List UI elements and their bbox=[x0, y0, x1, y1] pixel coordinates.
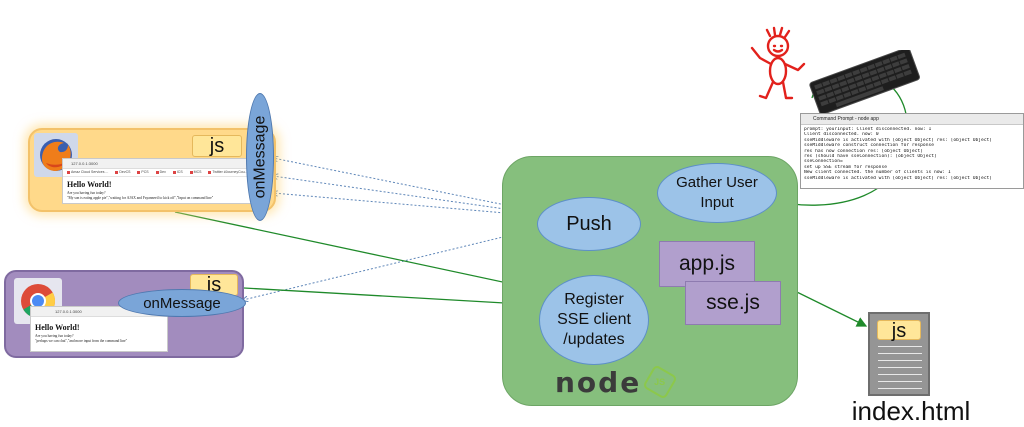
index-html-label: index.html bbox=[851, 396, 971, 426]
firefox-page-line-2: "My son is eating apple pie","waiting fo… bbox=[67, 196, 214, 200]
keyboard-icon bbox=[809, 50, 920, 114]
firefox-js-tag: js bbox=[192, 135, 242, 157]
register-arrow-ff bbox=[174, 211, 542, 294]
nodejs-logo-badge-icon: JS bbox=[642, 364, 678, 400]
node-server-box: Push Gather User Input Register SSE clie… bbox=[502, 156, 798, 406]
cmd-line: sseMiddleware construct connection for r… bbox=[804, 143, 934, 149]
firefox-address-bar[interactable]: 127.0.0.1:3000 bbox=[63, 159, 265, 169]
nodejs-logo-text: node bbox=[555, 365, 642, 399]
bookmark-item[interactable]: Twitter #JourneyCou... bbox=[208, 169, 247, 176]
firefox-page-window: 127.0.0.1:3000 Amaz Cloud Services ... D… bbox=[62, 158, 266, 204]
push-line-ff-1 bbox=[273, 158, 541, 213]
firefox-onmessage-label: onMessage bbox=[251, 115, 268, 199]
command-prompt-window: Command Prompt - node app prompt: yourIn… bbox=[800, 113, 1024, 189]
doc-line bbox=[878, 388, 922, 389]
chrome-browser-card: 127.0.0.1:3000 Hello World! Are you havi… bbox=[4, 270, 244, 358]
firefox-bookmarks-bar: Amaz Cloud Services ... DevCS PCS Dev IC… bbox=[63, 169, 265, 177]
doc-line bbox=[878, 346, 922, 347]
register-arrow-chrome bbox=[243, 287, 542, 310]
firefox-browser-card: 127.0.0.1:3000 Amaz Cloud Services ... D… bbox=[28, 128, 276, 212]
doc-line bbox=[878, 374, 922, 375]
cmd-line: sseMiddleware is activated with [object … bbox=[804, 137, 993, 143]
push-label: Push bbox=[566, 213, 612, 235]
doc-line bbox=[878, 360, 922, 361]
chrome-page-line-1: Are you having fun today? bbox=[35, 334, 74, 338]
gather-user-input-ellipse: Gather User Input bbox=[657, 163, 777, 223]
command-prompt-output: prompt: yourInput: Client disconnected. … bbox=[801, 125, 1023, 183]
cmd-line: sseMiddleware is activated with [object … bbox=[804, 175, 993, 181]
index-js-tag: js bbox=[877, 320, 921, 341]
bookmark-item[interactable]: ICS bbox=[173, 169, 183, 176]
chrome-onmessage-ellipse: onMessage bbox=[118, 289, 246, 317]
cmd-line: prompt: yourInput: Client disconnected. … bbox=[804, 127, 932, 132]
gather-user-input-label: Gather User Input bbox=[676, 174, 758, 211]
doc-line bbox=[878, 367, 922, 368]
cmd-line: New client connected. the number of clie… bbox=[804, 170, 951, 176]
nodejs-logo: node JS bbox=[555, 364, 695, 400]
chrome-onmessage-label: onMessage bbox=[143, 294, 221, 312]
push-line-ff-3 bbox=[273, 193, 541, 217]
push-line-chrome bbox=[243, 227, 541, 300]
push-line-ff-2 bbox=[273, 176, 541, 215]
bookmark-item[interactable]: DevCS bbox=[115, 169, 130, 176]
chrome-address-bar[interactable]: 127.0.0.1:3000 bbox=[31, 307, 167, 317]
chrome-page-window: 127.0.0.1:3000 Hello World! Are you havi… bbox=[30, 306, 168, 352]
stick-figure-user-icon bbox=[750, 26, 806, 100]
appjs-box: app.js bbox=[659, 241, 755, 287]
firefox-page-heading: Hello World! bbox=[67, 180, 112, 189]
chrome-page-heading: Hello World! bbox=[35, 323, 80, 332]
command-prompt-title: Command Prompt - node app bbox=[801, 114, 1023, 125]
firefox-page-line-1: Are you having fun today? bbox=[67, 191, 106, 195]
ssejs-label: sse.js bbox=[706, 291, 760, 314]
cmd-line: sseConnection= bbox=[804, 159, 843, 165]
register-sse-label: Register SSE client /updates bbox=[557, 291, 631, 348]
chrome-page-line-2: "perhaps we can chat","and more input fr… bbox=[35, 339, 128, 343]
firefox-onmessage-ellipse: onMessage bbox=[246, 93, 274, 221]
cmd-line: set up SSE stream for response bbox=[804, 164, 887, 170]
bookmark-item[interactable]: MCS bbox=[190, 169, 202, 176]
doc-line bbox=[878, 381, 922, 382]
cmd-line: res (should have sseConnection): [object… bbox=[804, 154, 937, 160]
cmd-line: Client disconnected. now: 0 bbox=[804, 132, 879, 138]
index-html-document-icon: js bbox=[868, 312, 930, 396]
bookmark-item[interactable]: PCS bbox=[137, 169, 148, 176]
ssejs-box: sse.js bbox=[685, 281, 781, 325]
doc-line bbox=[878, 353, 922, 354]
register-sse-ellipse: Register SSE client /updates bbox=[539, 275, 649, 365]
bookmark-item[interactable]: Dev bbox=[156, 169, 166, 176]
cmd-line: res has now connection res: [object Obje… bbox=[804, 148, 923, 154]
bookmark-item[interactable]: Amaz Cloud Services ... bbox=[67, 169, 108, 176]
appjs-label: app.js bbox=[678, 252, 736, 275]
push-ellipse: Push bbox=[537, 197, 641, 251]
